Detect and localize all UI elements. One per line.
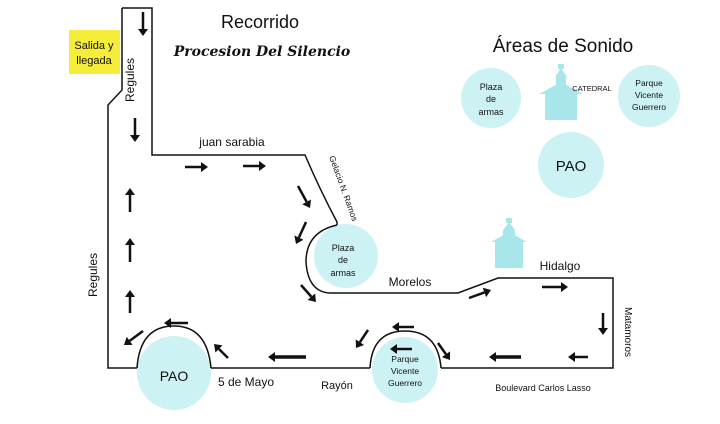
street-morelos: Morelos xyxy=(389,275,432,289)
map-subtitle: Procesion Del Silencio xyxy=(173,44,351,60)
direction-arrow-icon xyxy=(300,284,316,302)
legend-plaza-label-1: Plaza xyxy=(480,82,503,92)
direction-arrow-icon xyxy=(164,318,188,328)
street-rayon: Rayón xyxy=(321,380,353,392)
legend-plaza-label-3: armas xyxy=(478,107,504,117)
legend-pao-circle xyxy=(538,132,604,198)
direction-arrow-icon xyxy=(124,329,144,345)
direction-arrow-icon xyxy=(390,344,412,354)
legend-plaza-circle xyxy=(461,68,521,128)
legend-catedral-label: CATEDRAL xyxy=(572,84,611,93)
direction-arrow-icon xyxy=(130,118,140,142)
parque-map-label-3: Guerrero xyxy=(388,378,422,388)
direction-arrow-icon xyxy=(125,188,135,212)
direction-arrow-icon xyxy=(355,329,370,348)
route-around-parque xyxy=(369,330,442,369)
direction-arrow-icon xyxy=(268,352,306,362)
plaza-map-label-2: de xyxy=(338,255,348,265)
route-outline-inner xyxy=(107,8,137,369)
start-badge xyxy=(69,30,120,74)
pao-map-label: PAO xyxy=(160,368,189,384)
street-5-de-mayo: 5 de Mayo xyxy=(218,375,274,389)
parque-map-label-1: Parque xyxy=(391,354,419,364)
direction-arrow-icon xyxy=(214,344,229,359)
street-boulevard: Boulevard Carlos Lasso xyxy=(495,383,591,393)
direction-arrow-icon xyxy=(185,162,208,172)
plaza-map-label-1: Plaza xyxy=(332,243,355,253)
legend-parque-label-3: Guerrero xyxy=(632,102,666,112)
route-around-plaza xyxy=(305,224,338,294)
direction-arrow-icon xyxy=(468,287,491,300)
direction-arrow-icon xyxy=(489,352,521,362)
plaza-map-label-3: armas xyxy=(330,268,356,278)
legend-pao-label: PAO xyxy=(556,158,587,175)
map-title: Recorrido xyxy=(221,12,299,32)
direction-arrow-icon xyxy=(243,161,266,171)
street-matamoros: Matamoros xyxy=(622,307,633,357)
legend-parque-circle xyxy=(618,65,680,127)
legend-parque-label-1: Parque xyxy=(635,78,663,88)
catedral-icon xyxy=(539,64,583,120)
parque-map-label-2: Vicente xyxy=(391,366,419,376)
street-hidalgo: Hidalgo xyxy=(540,259,581,273)
direction-arrow-icon xyxy=(138,12,148,36)
direction-arrow-icon xyxy=(436,342,451,360)
direction-arrow-icon xyxy=(125,238,135,262)
church-icon xyxy=(491,218,527,268)
sound-areas-title: Áreas de Sonido xyxy=(493,36,634,57)
direction-arrow-icon xyxy=(542,282,568,292)
direction-arrow-icon xyxy=(125,290,135,313)
route-outline xyxy=(122,7,338,225)
street-regules-left: Regules xyxy=(86,253,100,297)
route-around-pao xyxy=(136,325,212,369)
parque-map-circle xyxy=(372,337,438,403)
legend-plaza-label-2: de xyxy=(486,94,496,104)
start-label-2: llegada xyxy=(76,55,112,67)
direction-arrow-icon xyxy=(294,221,308,244)
start-label-1: Salida y xyxy=(74,40,114,52)
plaza-map-circle xyxy=(314,224,378,288)
pao-map-circle xyxy=(137,336,211,410)
legend-parque-label-2: Vicente xyxy=(635,90,663,100)
street-regules-top: Regules xyxy=(123,58,137,102)
direction-arrow-icon xyxy=(568,352,588,362)
route-bottom-right xyxy=(330,277,614,369)
direction-arrow-icon xyxy=(598,313,608,335)
street-juan-sarabia: juan sarabia xyxy=(198,135,265,149)
direction-arrows xyxy=(124,12,608,362)
direction-arrow-icon xyxy=(296,185,312,208)
direction-arrow-icon xyxy=(392,322,414,332)
